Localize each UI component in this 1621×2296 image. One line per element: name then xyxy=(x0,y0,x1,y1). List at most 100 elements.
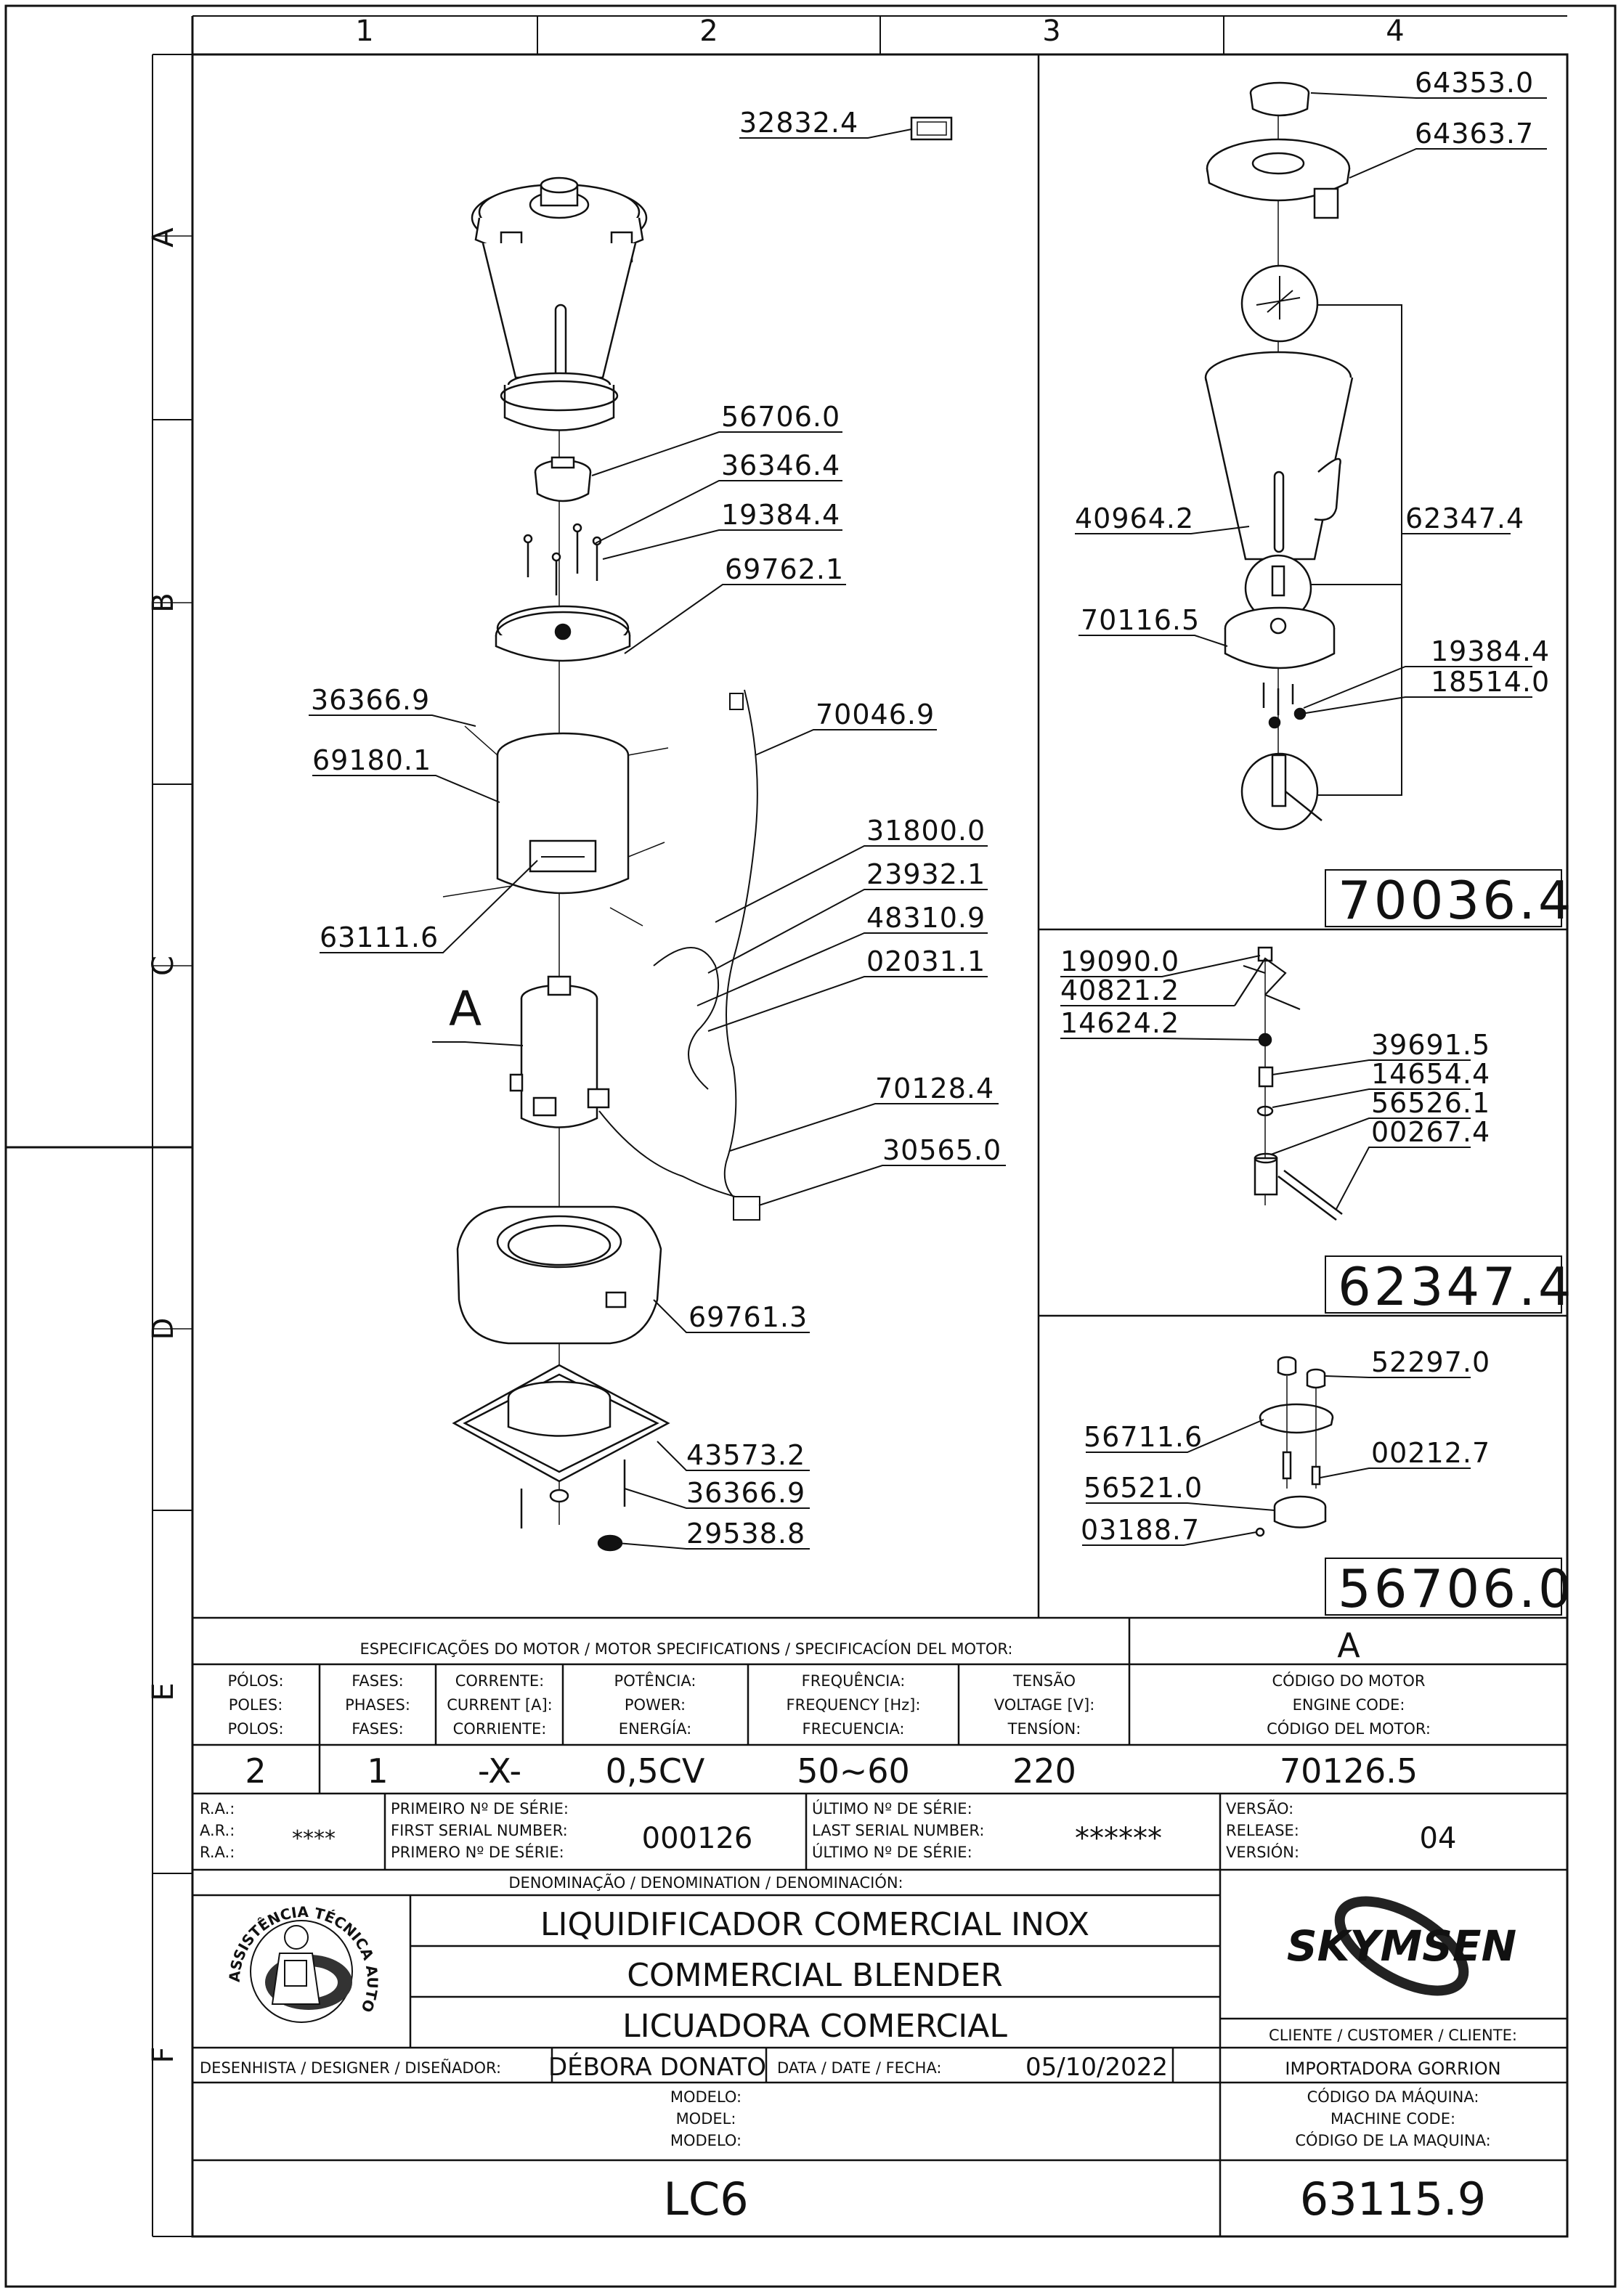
base-69761 xyxy=(456,1205,662,1345)
callout-56521-0: 56521.0 xyxy=(1084,1472,1203,1504)
version-label-pt: VERSÃO: xyxy=(1226,1799,1293,1817)
callout-39691-5: 39691.5 xyxy=(1371,1029,1490,1061)
spec-voltage-value: 220 xyxy=(1012,1751,1076,1791)
grid-col-2: 2 xyxy=(699,15,718,48)
grid-col-1: 1 xyxy=(355,15,373,48)
motor-a xyxy=(509,975,610,1128)
sheet-frame xyxy=(4,4,1617,2288)
leader-lines-main xyxy=(309,129,1006,1550)
callout-19384-4: 19384.4 xyxy=(721,499,840,531)
assembly-code-70036-4: 70036.4 xyxy=(1338,870,1575,931)
callout-43573-2: 43573.2 xyxy=(686,1439,805,1471)
callout-02031-1: 02031.1 xyxy=(866,945,986,977)
callout-56711-6: 56711.6 xyxy=(1084,1421,1203,1453)
callout-70046-9: 70046.9 xyxy=(816,699,935,730)
machine-code-labels: CÓDIGO DA MÁQUINA: MACHINE CODE: CÓDIGO … xyxy=(1295,2088,1490,2149)
motor-housing-69180 xyxy=(442,725,669,927)
callout-03188-7: 03188.7 xyxy=(1081,1514,1200,1546)
assembly-code-box-2 xyxy=(1325,1255,1562,1314)
callouts-coupling: 52297.0 56711.6 00212.7 56521.0 03188.7 xyxy=(1081,1346,1490,1546)
callout-69180-1: 69180.1 xyxy=(312,744,431,776)
version-label-en: RELEASE: xyxy=(1226,1822,1299,1839)
spec-engine-code-label-en: ENGINE CODE: xyxy=(1293,1696,1405,1714)
spec-phases-value: 1 xyxy=(367,1751,388,1791)
callout-56706-0: 56706.0 xyxy=(721,401,840,433)
spec-poles-label-es: POLOS: xyxy=(227,1720,283,1738)
date-label: DATA / DATE / FECHA: xyxy=(777,2059,941,2077)
first-serial-label-pt: PRIMEIRO Nº DE SÉRIE: xyxy=(391,1799,569,1817)
grid-row-a: A xyxy=(147,227,180,248)
callout-64353-0: 64353.0 xyxy=(1415,67,1534,99)
bottom-plate-43573 xyxy=(452,1364,670,1552)
last-serial-label-pt: ÚLTIMO Nº DE SÉRIE: xyxy=(812,1799,972,1817)
spec-poles-value: 2 xyxy=(245,1751,266,1791)
machine-code-label-en: MACHINE CODE: xyxy=(1330,2110,1455,2128)
callouts-blade: 19090.0 40821.2 14624.2 39691.5 14654.4 … xyxy=(1060,945,1490,1148)
machine-code-label-es: CÓDIGO DE LA MAQUINA: xyxy=(1295,2131,1490,2149)
customer-label: CLIENTE / CUSTOMER / CLIENTE: xyxy=(1269,2027,1517,2044)
callout-69761-3: 69761.3 xyxy=(688,1301,808,1333)
spec-voltage-label-en: VOLTAGE [V]: xyxy=(994,1696,1095,1714)
callout-00212-7: 00212.7 xyxy=(1371,1437,1490,1469)
spec-labels: PÓLOS: POLES: POLOS: FASES: PHASES: FASE… xyxy=(227,1671,1430,1738)
callout-70116-5: 70116.5 xyxy=(1081,604,1200,636)
grid-row-d: D xyxy=(147,1318,180,1340)
model-label-es: MODELO: xyxy=(670,2132,742,2149)
callout-14624-2: 14624.2 xyxy=(1060,1007,1179,1039)
callout-48310-9: 48310.9 xyxy=(866,902,986,934)
spec-voltage-label-pt: TENSÃO xyxy=(1012,1671,1076,1690)
spec-power-label-es: ENERGÍA: xyxy=(619,1719,691,1738)
leader-lines-coupling xyxy=(1082,1375,1471,1546)
spec-voltage-label-es: TENSÍON: xyxy=(1007,1719,1081,1738)
grid-col-4: 4 xyxy=(1386,15,1404,48)
callout-36366-9-top: 36366.9 xyxy=(311,684,430,716)
authorized-service-logo: ASSISTÊNCIA TÉCNICA AUTORIZADA xyxy=(0,0,381,2023)
grid-row-f: F xyxy=(147,2046,180,2063)
assembly-code-62347-4: 62347.4 xyxy=(1338,1256,1575,1317)
spec-current-value: -X- xyxy=(478,1751,521,1791)
callout-31800-0: 31800.0 xyxy=(866,815,986,847)
version-value: 04 xyxy=(1420,1822,1457,1855)
specs-header: ESPECIFICAÇÕES DO MOTOR / MOTOR SPECIFIC… xyxy=(360,1639,1013,1658)
spec-phases-label-es: FASES: xyxy=(352,1720,404,1738)
callout-18514-0: 18514.0 xyxy=(1431,666,1550,698)
designer-value: DÉBORA DONATO xyxy=(548,2052,766,2082)
denomination-en: COMMERCIAL BLENDER xyxy=(627,1957,1002,1994)
spec-frequency-value: 50~60 xyxy=(797,1751,910,1791)
last-serial-label-en: LAST SERIAL NUMBER: xyxy=(812,1822,984,1839)
spec-poles-label-en: POLES: xyxy=(229,1696,283,1714)
spec-phases-label-pt: FASES: xyxy=(352,1672,404,1690)
grid-col-3: 3 xyxy=(1042,15,1060,48)
spec-power-label-pt: POTÊNCIA: xyxy=(614,1672,696,1690)
grid-row-b: B xyxy=(147,593,180,612)
callout-30565-0: 30565.0 xyxy=(882,1134,1002,1166)
machine-code-value: 63115.9 xyxy=(1300,2173,1486,2226)
callout-00267-4: 00267.4 xyxy=(1371,1116,1490,1148)
callout-19090-0: 19090.0 xyxy=(1060,945,1179,977)
title-block-lines xyxy=(192,1616,1567,2236)
assembly-code-56706-0: 56706.0 xyxy=(1338,1558,1575,1619)
main-exploded-view xyxy=(442,116,953,1552)
last-serial-label-es: ÚLTIMO Nº DE SÉRIE: xyxy=(812,1843,972,1861)
customer-value: IMPORTADORA GORRION xyxy=(1285,2059,1500,2079)
model-value: LC6 xyxy=(663,2173,748,2226)
jar-assembly-view xyxy=(1204,81,1354,831)
first-serial-label-es: PRIMERO Nº DE SÉRIE: xyxy=(391,1843,564,1861)
spec-engine-code-label-es: CÓDIGO DEL MOTOR: xyxy=(1267,1719,1431,1738)
grid-labels: 1 2 3 4 A B C D E F xyxy=(147,15,1405,2064)
coupling-assembly-view xyxy=(1255,1356,1334,1537)
callouts-jar: 64353.0 64363.7 40964.2 62347.4 70116.5 … xyxy=(1075,67,1550,698)
callout-36366-9-bottom: 36366.9 xyxy=(686,1477,805,1509)
logo-arc-text: ASSISTÊNCIA TÉCNICA AUTORIZADA xyxy=(0,0,381,2015)
assembly-code-box-1 xyxy=(1325,869,1562,927)
callout-14654-4: 14654.4 xyxy=(1371,1058,1490,1090)
model-label-en: MODEL: xyxy=(676,2110,736,2128)
first-serial-label-en: FIRST SERIAL NUMBER: xyxy=(391,1822,568,1839)
leader-lines-blade xyxy=(1060,955,1471,1210)
leader-lines-jar xyxy=(1075,92,1547,796)
callout-70128-4: 70128.4 xyxy=(875,1072,994,1104)
designer-label: DESENHISTA / DESIGNER / DISEÑADOR: xyxy=(200,2058,501,2077)
denomination-pt: LIQUIDIFICADOR COMERCIAL INOX xyxy=(540,1906,1089,1943)
specs-motor-letter: A xyxy=(1337,1626,1360,1665)
